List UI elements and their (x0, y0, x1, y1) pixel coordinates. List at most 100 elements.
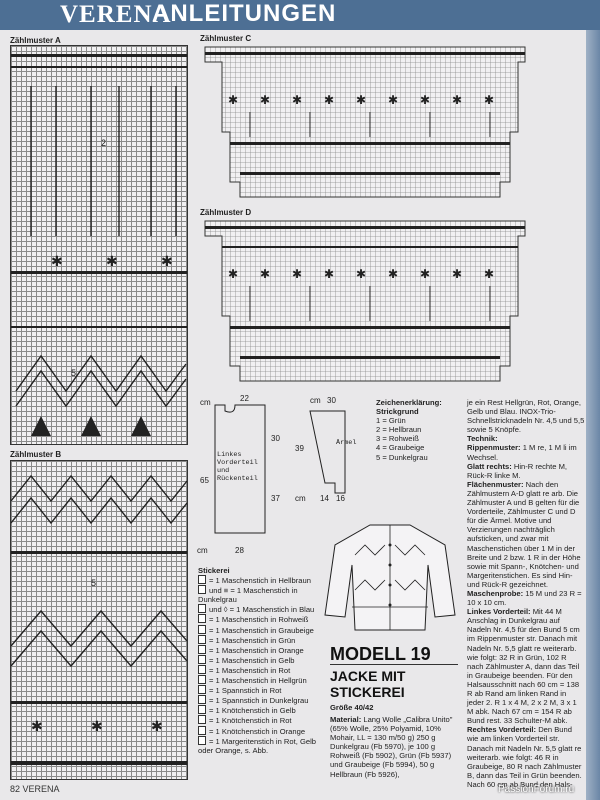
key-subtitle: Strickgrund (376, 407, 419, 417)
stitch-symbol-icon (198, 664, 206, 674)
svg-text:✱: ✱ (388, 267, 398, 281)
key-item: 3 = Rohweiß (376, 434, 419, 444)
chart-b-label: Zählmuster B (10, 450, 62, 459)
front-back-label: Linkes Vorderteil und Rückenteil (217, 451, 258, 483)
svg-text:✱: ✱ (161, 253, 173, 269)
svg-text:✱: ✱ (452, 93, 462, 107)
technik-heading: Technik: (467, 434, 498, 444)
page-number: 82 VERENA (10, 784, 60, 794)
brand-logo: VERENA (60, 1, 172, 28)
stitch-symbol-icon (198, 715, 206, 725)
stitch-symbol-icon (198, 735, 206, 745)
sleeve-label: Ärmel (336, 439, 357, 447)
svg-text:✱: ✱ (260, 267, 270, 281)
watermark: PassionForum.ru (498, 784, 575, 795)
instructions-column: je ein Rest Hellgrün, Rot, Orange, Gelb … (467, 398, 585, 789)
embroidery-item: = 1 Knötchenstich in Rot (198, 715, 323, 725)
svg-text:5: 5 (91, 578, 96, 588)
svg-text:✱: ✱ (484, 93, 494, 107)
section-title: ANLEITUNGEN (152, 0, 337, 27)
svg-text:cm: cm (295, 494, 306, 503)
rippen-paragraph: Rippenmuster: 1 M re, 1 M li im Wechsel. (467, 443, 577, 462)
embroidery-item: und ◊ = 1 Maschenstich in Blau (198, 604, 323, 614)
jacket-illustration (324, 524, 456, 631)
chart-c-grid: ✱✱✱✱ ✱✱✱✱ ✱ (204, 46, 526, 198)
svg-text:✱: ✱ (292, 93, 302, 107)
svg-text:28: 28 (235, 546, 244, 555)
svg-text:✱: ✱ (452, 267, 462, 281)
chart-a-label: Zählmuster A (10, 36, 61, 45)
stitch-symbol-icon (198, 634, 206, 644)
svg-text:✱: ✱ (260, 93, 270, 107)
key-title: Zeichenerklärung: (376, 398, 442, 407)
stitch-symbol-icon (198, 614, 206, 624)
svg-text:✱: ✱ (356, 267, 366, 281)
chart-d-grid: ✱ ✱ ✱ ✱ ✱ ✱ ✱ ✱ ✱ (204, 220, 526, 382)
embroidery-item: = 1 Spannstich in Rot (198, 685, 323, 695)
intro-text: je ein Rest Hellgrün, Rot, Orange, Gelb … (467, 398, 585, 435)
embroidery-item: = 1 Knötchenstich in Gelb (198, 705, 323, 715)
svg-text:16: 16 (336, 494, 345, 503)
stitch-symbol-icon (198, 675, 206, 685)
model-number: MODELL 19 (330, 644, 431, 664)
embroidery-item: = 1 Knötchenstich in Orange (198, 725, 323, 736)
stitch-symbol-icon (198, 725, 206, 735)
embroidery-item: = 1 Maschenstich in Rot (198, 664, 323, 675)
svg-text:✱: ✱ (420, 267, 430, 281)
chart-a-grid: 2 5 ✱ ✱ ✱ (10, 45, 188, 445)
stitch-symbol-icon (198, 575, 206, 585)
svg-text:✱: ✱ (91, 718, 103, 734)
embroidery-item: = 1 Maschenstich in Graubeige (198, 624, 323, 635)
svg-text:✱: ✱ (292, 267, 302, 281)
svg-text:✱: ✱ (51, 253, 63, 269)
svg-text:cm: cm (310, 396, 321, 405)
links-paragraph: Linkes Vorderteil: Mit 44 M Anschlag in … (467, 607, 580, 726)
stitch-symbol-icon (198, 624, 206, 634)
chart-c-label: Zählmuster C (200, 34, 252, 43)
stitch-symbol-icon (198, 695, 206, 705)
svg-text:✱: ✱ (484, 267, 494, 281)
chart-a-motifs: 2 5 ✱ ✱ ✱ (11, 54, 187, 436)
svg-text:✱: ✱ (324, 267, 334, 281)
model-divider (330, 664, 458, 665)
svg-text:✱: ✱ (228, 267, 238, 281)
key-item: 2 = Hellbraun (376, 425, 422, 435)
svg-text:✱: ✱ (228, 93, 238, 107)
stitch-symbol-icon (198, 685, 206, 695)
svg-text:5: 5 (71, 368, 76, 378)
svg-text:30: 30 (271, 434, 280, 443)
probe-paragraph: Maschenprobe: 15 M und 23 R = 10 x 10 cm… (467, 588, 582, 608)
stitch-symbol-icon (198, 644, 206, 654)
rechts-paragraph: Rechtes Vorderteil: Den Bund wie am link… (467, 725, 582, 789)
svg-text:39: 39 (295, 444, 304, 453)
stitch-symbol-icon (198, 604, 206, 614)
embroidery-item: = 1 Maschenstich in Hellbraun (198, 575, 323, 585)
embroidery-item: = 1 Maschenstich in Hellgrün (198, 675, 323, 685)
embroidery-item: und ≡ = 1 Maschenstich in Dunkelgrau (198, 585, 298, 605)
embroidery-item: = 1 Spannstich in Dunkelgrau (198, 695, 323, 705)
model-title-line2: STICKEREI (330, 684, 405, 700)
svg-text:2: 2 (101, 138, 106, 148)
stitch-symbol-icon (198, 705, 206, 715)
garment-schematic: cm 22 cm 30 30 37 39 65 cm 28 cm 14 16 (197, 394, 346, 555)
page-header: VERENA ANLEITUNGEN (0, 0, 600, 30)
svg-text:✱: ✱ (151, 718, 163, 734)
chart-b-grid: 5 ✱ ✱ ✱ (10, 460, 188, 780)
model-title-line1: JACKE MIT (330, 668, 406, 684)
key-item: 1 = Grün (376, 416, 406, 426)
svg-text:✱: ✱ (106, 253, 118, 269)
svg-text:cm: cm (200, 398, 211, 407)
key-item: 5 = Dunkelgrau (376, 452, 428, 462)
svg-text:✱: ✱ (356, 93, 366, 107)
stitch-symbol-icon (198, 654, 206, 664)
color-key: Zeichenerklärung: Strickgrund 1 = Grün 2… (376, 398, 461, 462)
page-edge (586, 30, 600, 800)
model-size: Größe 40/42 (330, 703, 374, 712)
svg-text:65: 65 (200, 476, 209, 485)
chart-d-label: Zählmuster D (200, 208, 252, 217)
key-item: 4 = Graubeige (376, 443, 425, 453)
material-paragraph: Material: Lang Wolle „Calibra Unito" (65… (330, 715, 453, 779)
svg-text:14: 14 (320, 494, 329, 503)
svg-text:✱: ✱ (324, 93, 334, 107)
